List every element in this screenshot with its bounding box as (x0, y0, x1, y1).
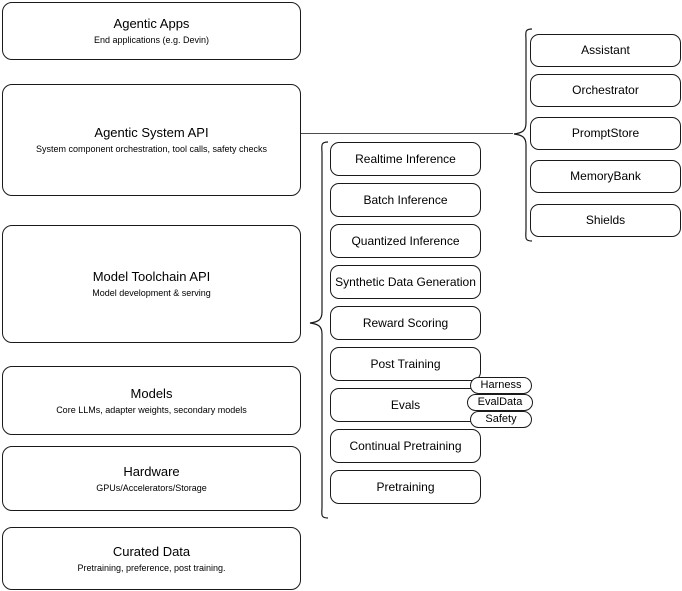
component-box-memorybank[interactable]: MemoryBank (530, 160, 681, 193)
brace-system-components (513, 28, 533, 242)
layer-subtitle: End applications (e.g. Devin) (93, 35, 210, 45)
layer-title: Hardware (123, 463, 180, 479)
connector-system-api-to-components (301, 133, 513, 134)
layer-box-models[interactable]: Models Core LLMs, adapter weights, secon… (2, 366, 301, 435)
brace-toolchain-capabilities (309, 141, 329, 519)
eval-pill-label: Safety (485, 413, 517, 425)
capability-label: Reward Scoring (362, 315, 449, 330)
capability-box-batch-inference[interactable]: Batch Inference (330, 183, 481, 217)
capability-label: Batch Inference (363, 192, 448, 207)
capability-label: Post Training (370, 356, 441, 371)
layer-subtitle: GPUs/Accelerators/Storage (96, 482, 207, 493)
layer-box-agentic-system-api[interactable]: Agentic System API System component orch… (2, 84, 301, 196)
component-box-assistant[interactable]: Assistant (530, 34, 681, 67)
eval-pill-safety[interactable]: Safety (470, 411, 532, 428)
capability-label: Continual Pretraining (349, 438, 462, 453)
component-label: Orchestrator (572, 83, 639, 97)
capability-label: Quantized Inference (351, 233, 460, 248)
layer-box-model-toolchain-api[interactable]: Model Toolchain API Model development & … (2, 225, 301, 343)
capability-box-continual-pretraining[interactable]: Continual Pretraining (330, 429, 481, 463)
layer-box-hardware[interactable]: Hardware GPUs/Accelerators/Storage (2, 446, 301, 511)
layer-subtitle: Core LLMs, adapter weights, secondary mo… (56, 404, 247, 415)
capability-box-pretraining[interactable]: Pretraining (330, 470, 481, 504)
layer-title: Curated Data (112, 543, 191, 559)
eval-pill-label: EvalData (477, 396, 523, 408)
component-box-shields[interactable]: Shields (530, 204, 681, 237)
eval-pill-label: Harness (480, 379, 522, 391)
capability-label: Evals (390, 397, 421, 412)
layer-title: Models (130, 385, 173, 401)
layer-box-agentic-apps[interactable]: Agentic Apps End applications (e.g. Devi… (2, 2, 301, 60)
component-label: PromptStore (571, 126, 640, 140)
capability-label: Synthetic Data Generation (335, 274, 476, 289)
layer-title: Agentic System API (94, 125, 209, 140)
component-label: MemoryBank (570, 169, 641, 183)
capability-box-post-training[interactable]: Post Training (330, 347, 481, 381)
capability-label: Pretraining (376, 479, 435, 494)
layer-subtitle: Pretraining, preference, post training. (77, 562, 226, 573)
capability-box-reward-scoring[interactable]: Reward Scoring (330, 306, 481, 340)
eval-pill-evaldata[interactable]: EvalData (467, 394, 533, 411)
capability-label: Realtime Inference (355, 151, 456, 166)
component-label: Assistant (581, 43, 630, 57)
capability-box-synthetic-data-generation[interactable]: Synthetic Data Generation (330, 265, 481, 299)
layer-title: Model Toolchain API (92, 269, 211, 284)
eval-pill-harness[interactable]: Harness (470, 377, 532, 394)
layer-box-curated-data[interactable]: Curated Data Pretraining, preference, po… (2, 527, 301, 590)
capability-box-realtime-inference[interactable]: Realtime Inference (330, 142, 481, 176)
layer-subtitle: System component orchestration, tool cal… (35, 144, 268, 154)
component-box-orchestrator[interactable]: Orchestrator (530, 74, 681, 107)
layer-subtitle: Model development & serving (92, 288, 211, 298)
capability-box-evals[interactable]: Evals (330, 388, 481, 422)
layer-title: Agentic Apps (113, 16, 190, 31)
component-label: Shields (585, 213, 626, 227)
capability-box-quantized-inference[interactable]: Quantized Inference (330, 224, 481, 258)
component-box-promptstore[interactable]: PromptStore (530, 117, 681, 150)
